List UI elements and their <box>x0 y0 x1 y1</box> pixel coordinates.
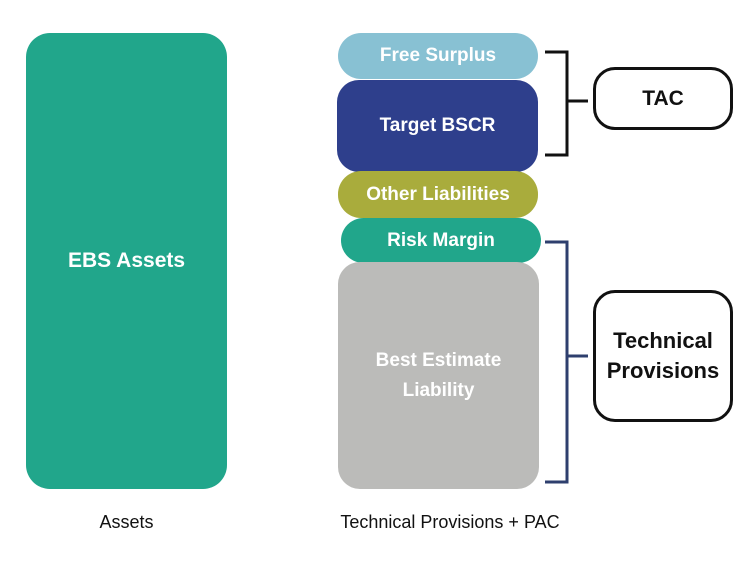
risk-margin-block: Risk Margin <box>341 218 541 263</box>
ebs-assets-block: EBS Assets <box>26 33 227 489</box>
technical-provisions-box: Technical Provisions <box>593 290 733 422</box>
best-estimate-liability-block: Best Estimate Liability <box>338 262 539 489</box>
tac-box: TAC <box>593 67 733 130</box>
best-estimate-label-line2: Liability <box>402 379 475 401</box>
target-bscr-block: Target BSCR <box>337 80 538 172</box>
free-surplus-label: Free Surplus <box>379 45 497 66</box>
assets-caption: Assets <box>99 512 154 532</box>
other-liabilities-label: Other Liabilities <box>366 183 510 205</box>
technical-provisions-label-line2: Provisions <box>606 358 720 383</box>
ebs-assets-label: EBS Assets <box>67 249 186 272</box>
risk-margin-label: Risk Margin <box>387 229 495 251</box>
target-bscr-label: Target BSCR <box>379 115 496 136</box>
tac-bracket <box>545 50 588 157</box>
technical-provisions-pac-caption: Technical Provisions + PAC <box>340 512 560 532</box>
technical-provisions-bracket <box>545 240 588 484</box>
tac-label: TAC <box>642 86 684 110</box>
technical-provisions-label-line1: Technical <box>613 328 713 353</box>
other-liabilities-block: Other Liabilities <box>338 171 538 218</box>
free-surplus-block: Free Surplus <box>338 33 538 79</box>
best-estimate-label-line1: Best Estimate <box>375 349 502 371</box>
